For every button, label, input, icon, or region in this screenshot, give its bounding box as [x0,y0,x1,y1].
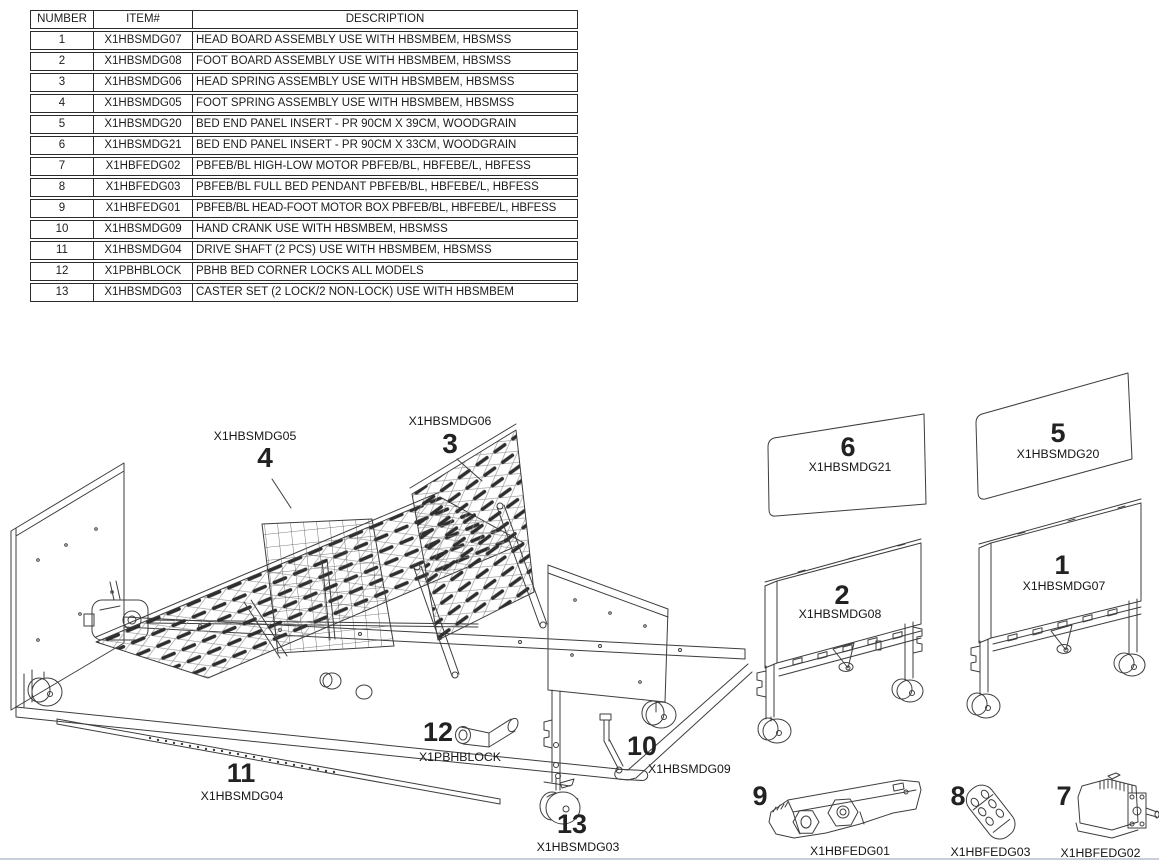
cell-item: X1HBSMDG09 [94,220,193,239]
table-header-row: NUMBER ITEM# DESCRIPTION [30,10,578,29]
cell-description: HEAD BOARD ASSEMBLY USE WITH HBSMBEM, HB… [193,31,578,50]
header-description: DESCRIPTION [193,10,578,29]
bed-frame-assembly [10,423,753,787]
cell-number: 3 [30,73,94,92]
cell-description: FOOT SPRING ASSEMBLY USE WITH HBSMBEM, H… [193,94,578,113]
callout-code-item3: X1HBSMDG06 [408,414,492,428]
cell-description: CASTER SET (2 LOCK/2 NON-LOCK) USE WITH … [193,283,578,302]
leader-item4 [271,478,292,509]
cell-number: 1 [30,31,94,50]
cell-item: X1HBSMDG08 [94,52,193,71]
callout-code-item5: X1HBSMDG20 [1016,447,1100,461]
cell-item: X1HBSMDG21 [94,136,193,155]
cell-description: FOOT BOARD ASSEMBLY USE WITH HBSMBEM, HB… [193,52,578,71]
cell-number: 5 [30,115,94,134]
callout-number-item8: 8 [950,781,966,811]
cell-number: 12 [30,262,94,281]
callout-number-item12: 12 [422,717,454,747]
cell-description: PBHB BED CORNER LOCKS ALL MODELS [193,262,578,281]
callout-number-item6: 6 [840,432,856,462]
cell-item: X1PBHBLOCK [94,262,193,281]
cell-number: 2 [30,52,94,71]
hand-crank [599,713,649,781]
callout-code-item11: X1HBSMDG04 [200,789,284,803]
corner-lock [455,717,519,748]
drive-shaft [56,718,501,805]
cell-item: X1HBSMDG03 [94,283,193,302]
callout-code-item4: X1HBSMDG05 [213,429,297,443]
cell-description: HEAD SPRING ASSEMBLY USE WITH HBSMBEM, H… [193,73,578,92]
callout-code-item12: X1PBHBLOCK [418,750,501,764]
cell-item: X1HBSMDG04 [94,241,193,260]
header-item: ITEM# [94,10,193,29]
callout-code-item6: X1HBSMDG21 [808,460,892,474]
cell-description: PBFEB/BL FULL BED PENDANT PBFEB/BL, HBFE… [193,178,578,197]
page-bottom-rule [0,858,1159,860]
cell-item: X1HBFEDG02 [94,157,193,176]
callout-code-item13: X1HBSMDG03 [536,840,620,854]
header-number: NUMBER [30,10,94,29]
callout-code-item10: X1HBSMDG09 [648,762,731,776]
pendant-remote [965,784,1016,840]
high-low-motor [1075,772,1159,839]
cell-item: X1HBSMDG07 [94,31,193,50]
cell-number: 7 [30,157,94,176]
exploded-parts-diagram [10,372,1159,840]
cell-item: X1HBSMDG06 [94,73,193,92]
callout-number-item10: 10 [626,731,658,761]
cell-number: 11 [30,241,94,260]
callout-number-item3: 3 [442,428,458,459]
callout-number-item9: 9 [752,781,768,811]
callout-number-item11: 11 [226,758,256,788]
cell-description: PBFEB/BL HIGH-LOW MOTOR PBFEB/BL, HBFEBE… [193,157,578,176]
cell-item: X1HBSMDG05 [94,94,193,113]
callout-number-item5: 5 [1050,418,1066,448]
cell-description: HAND CRANK USE WITH HBSMBEM, HBSMSS [193,220,578,239]
head-board [966,498,1146,719]
caster [539,773,581,825]
callout-number-item1: 1 [1054,550,1070,580]
cell-number: 8 [30,178,94,197]
leader-item3 [456,458,483,482]
motor-box [768,779,922,839]
callout-number-item4: 4 [257,442,273,473]
callout-code-item2: X1HBSMDG08 [798,607,882,621]
foot-board [756,538,924,744]
cell-description: PBFEB/BL HEAD-FOOT MOTOR BOX PBFEB/BL, H… [193,199,578,218]
callout-number-item2: 2 [834,580,850,610]
callout-number-item7: 7 [1056,781,1072,811]
callout-code-item8: X1HBFEDG03 [950,845,1031,859]
cell-item: X1HBSMDG20 [94,115,193,134]
panel-insert-6 [767,413,927,517]
cell-number: 13 [30,283,94,302]
panel-insert-5 [975,372,1133,500]
cell-number: 10 [30,220,94,239]
callout-code-item9: X1HBFEDG01 [810,844,890,858]
cell-item: X1HBFEDG03 [94,178,193,197]
cell-description: BED END PANEL INSERT - PR 90CM X 33CM, W… [193,136,578,155]
cell-number: 6 [30,136,94,155]
cell-description: BED END PANEL INSERT - PR 90CM X 39CM, W… [193,115,578,134]
callout-number-item13: 13 [556,809,588,839]
callout-code-item1: X1HBSMDG07 [1022,579,1106,593]
cell-description: DRIVE SHAFT (2 PCS) USE WITH HBSMBEM, HB… [193,241,578,260]
cell-number: 9 [30,199,94,218]
cell-number: 4 [30,94,94,113]
cell-item: X1HBFEDG01 [94,199,193,218]
callout-code-item7: X1HBFEDG02 [1060,846,1141,860]
